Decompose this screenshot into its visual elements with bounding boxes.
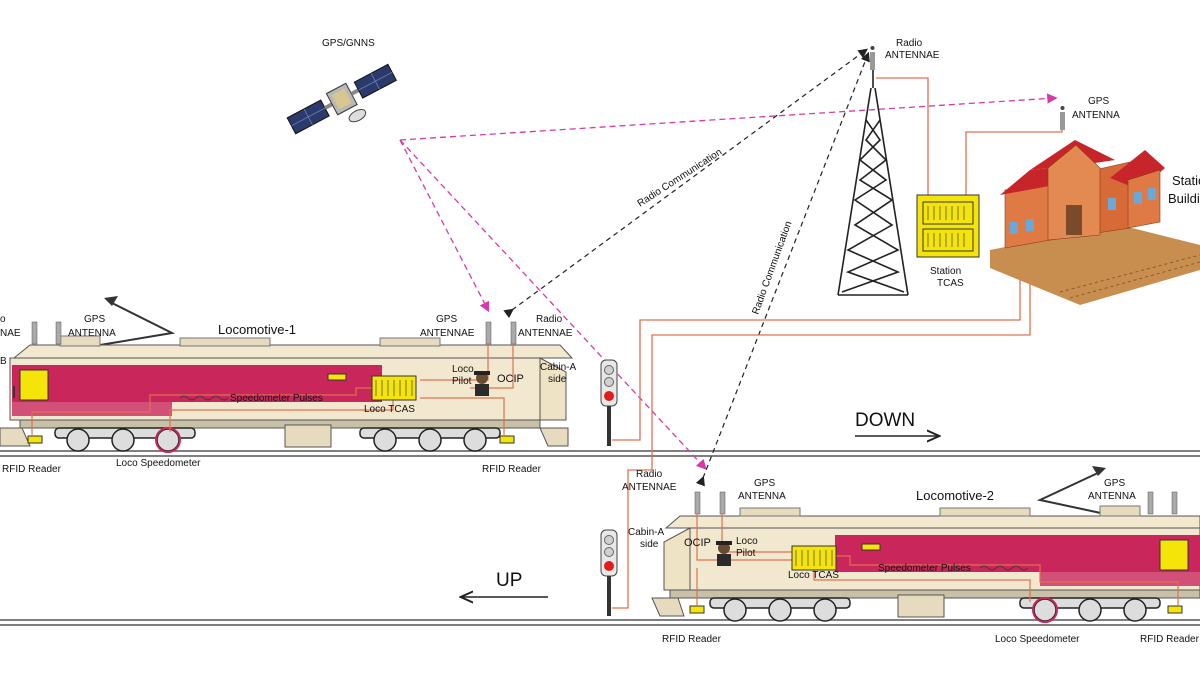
- track-bottom: [0, 619, 1200, 626]
- track-top: [0, 450, 1200, 457]
- station-building-label-2: Buildi: [1168, 191, 1200, 206]
- station-tcas-unit: [916, 194, 980, 258]
- loco1-radio-label-1: Radio: [536, 314, 563, 325]
- down-direction-label: DOWN: [855, 410, 915, 431]
- station-tcas-label-1: Station: [930, 266, 961, 277]
- loco1-rfid-right-label: RFID Reader: [482, 464, 542, 475]
- loco1-gps-label-2: ANTENNA: [68, 328, 116, 339]
- locomotive-2-labels: Locomotive-2 Radio ANTENNAE GPS ANTENNA …: [622, 469, 1200, 645]
- loco1-gps-front-label-1: GPS: [436, 314, 457, 325]
- radio-comm-label-2: Radio Communication: [750, 220, 794, 316]
- radio-signal-links: [503, 48, 870, 487]
- loco2-tcas-label: Loco TCAS: [788, 570, 839, 581]
- up-direction-label: UP: [496, 570, 522, 591]
- station-gps-label-2: ANTENNA: [1072, 110, 1120, 121]
- loco2-ocip-label: OCIP: [684, 537, 711, 549]
- locomotive-1-labels: Locomotive-1 o NAE B GPS ANTENNA GPS ANT…: [0, 314, 576, 475]
- loco2-gps-label-1: GPS: [754, 478, 775, 489]
- loco1-left-radio-label-1: o: [0, 314, 6, 325]
- loco2-rfid-right-label: RFID Reader: [1140, 634, 1200, 645]
- station-building-icon: [990, 140, 1200, 305]
- radio-tower-icon: [837, 62, 909, 296]
- station-gps-antenna-icon: [1060, 106, 1065, 130]
- loco1-left-b-label: B: [0, 356, 7, 367]
- loco2-pilot-label-1: Loco: [736, 536, 758, 547]
- loco1-rfid-left-label: RFID Reader: [2, 464, 62, 475]
- signal-post-top: [600, 359, 618, 446]
- loco2-radio-label-1: Radio: [636, 469, 663, 480]
- loco1-speedometer-label: Loco Speedometer: [116, 458, 201, 469]
- station-gps-label-1: GPS: [1088, 96, 1109, 107]
- loco1-gps-label-1: GPS: [84, 314, 105, 325]
- station-building-label-1: Statio: [1172, 173, 1200, 188]
- loco2-gps-label-2: ANTENNA: [738, 491, 786, 502]
- locomotive-2: [651, 466, 1200, 623]
- loco2-rfid-left-label: RFID Reader: [662, 634, 722, 645]
- loco1-speedometer-pulses-label: Speedometer Pulses: [230, 393, 323, 404]
- tower-radio-antenna-icon: [870, 46, 875, 70]
- loco1-pilot-label-1: Loco: [452, 364, 474, 375]
- locomotive-1-title: Locomotive-1: [218, 322, 296, 337]
- loco2-speedometer-pulses-label: Speedometer Pulses: [878, 563, 971, 574]
- loco2-cabin-label-2: side: [640, 539, 659, 550]
- loco2-gps-rear-label-1: GPS: [1104, 478, 1125, 489]
- satellite-icon: [286, 63, 397, 135]
- loco1-pilot-label-2: Pilot: [452, 376, 472, 387]
- locomotive-1: [0, 296, 574, 453]
- station-wiring: [612, 77, 1063, 609]
- loco2-speedometer-label: Loco Speedometer: [995, 634, 1080, 645]
- signal-post-bottom: [600, 529, 618, 616]
- loco2-gps-rear-label-2: ANTENNA: [1088, 491, 1136, 502]
- loco1-left-radio-label-2: NAE: [0, 328, 21, 339]
- tower-radio-label-1: Radio: [896, 38, 923, 49]
- loco1-cabin-label-1: Cabin-A: [540, 362, 576, 373]
- loco1-gps-front-label-2: ANTENNAE: [420, 328, 475, 339]
- tower-radio-label-2: ANTENNAE: [885, 50, 940, 61]
- loco2-pilot-label-2: Pilot: [736, 548, 756, 559]
- station-tcas-label-2: TCAS: [937, 278, 964, 289]
- loco1-ocip-label: OCIP: [497, 373, 524, 385]
- loco2-radio-label-2: ANTENNAE: [622, 482, 677, 493]
- satellite-label: GPS/GNNS: [322, 38, 375, 49]
- loco2-cabin-label-1: Cabin-A: [628, 527, 664, 538]
- locomotive-2-title: Locomotive-2: [916, 488, 994, 503]
- loco1-cabin-label-2: side: [548, 374, 567, 385]
- loco1-radio-label-2: ANTENNAE: [518, 328, 573, 339]
- loco1-tcas-label: Loco TCAS: [364, 404, 415, 415]
- radio-comm-label-1: Radio Communication: [636, 147, 725, 210]
